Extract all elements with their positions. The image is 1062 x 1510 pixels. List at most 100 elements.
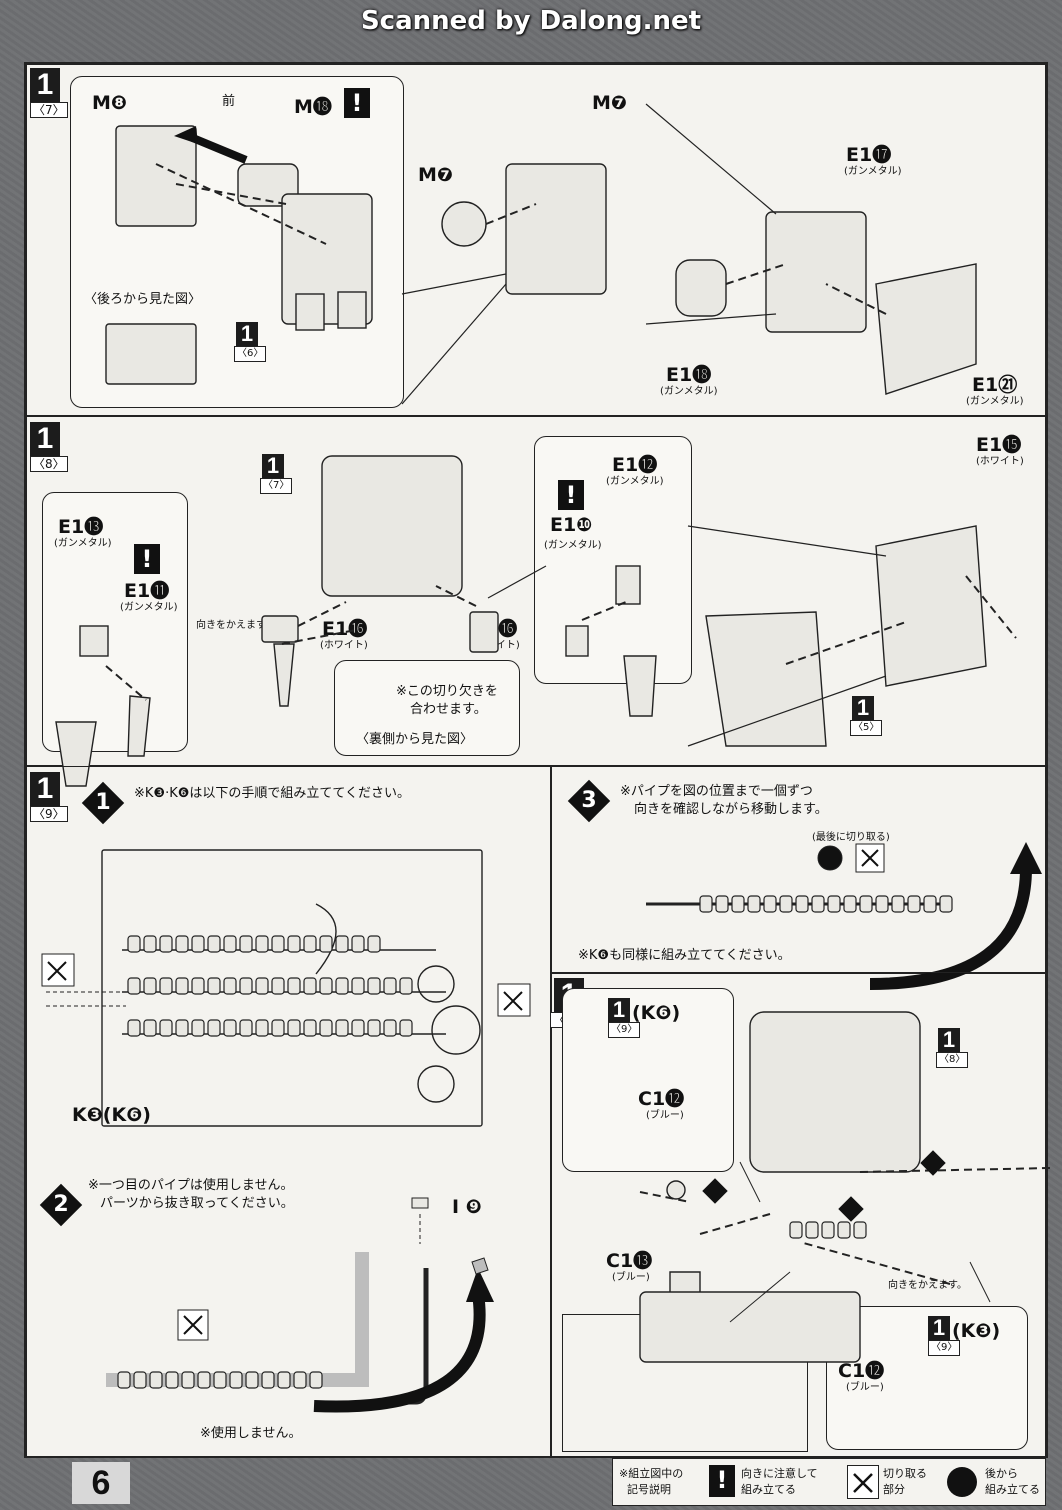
label-m18: M⓲ xyxy=(294,96,332,118)
step-7-subnumber: 〈7〉 xyxy=(30,102,68,118)
ref-step-8-sub: 〈8〉 xyxy=(936,1052,969,1068)
label-e17: E1⓱ xyxy=(846,144,892,166)
legend-attention-icon: ! xyxy=(709,1465,735,1497)
label-e18-note: (ガンメタル) xyxy=(660,386,718,397)
label-e15-note: (ホワイト) xyxy=(976,456,1024,467)
label-c12-b-note: (ブルー) xyxy=(846,1382,884,1393)
legend-later-icon xyxy=(947,1467,977,1497)
step-8-left-callout xyxy=(42,492,188,752)
label-m8: M❽ xyxy=(92,92,127,114)
ref-step-7: 1 xyxy=(262,454,284,478)
step-8-parts-drawing xyxy=(55,455,1017,787)
step-10-panel xyxy=(550,972,1046,1458)
substep-1-text: ※K❸·K❻は以下の手順で組み立ててください。 xyxy=(134,786,410,801)
substep-3-text-2: 向きを確認しながら移動します。 xyxy=(634,802,828,817)
label-m7-cap: M❼ xyxy=(418,164,453,186)
legend-later-2: 組み立てる xyxy=(985,1483,1040,1496)
ref-step-5: 1 xyxy=(852,696,874,720)
label-e12-note: (ガンメタル) xyxy=(606,476,664,487)
step-8-subnumber: 〈8〉 xyxy=(30,456,68,472)
label-e13-note: (ガンメタル) xyxy=(54,538,112,549)
ref-k6-step: 1 xyxy=(608,998,630,1022)
label-e10-note: (ガンメタル) xyxy=(544,540,602,551)
label-notch-2: 合わせます。 xyxy=(410,702,487,717)
step-7-parts-drawing xyxy=(105,103,977,405)
label-e11-note: (ガンメタル) xyxy=(120,602,178,613)
step-10-drawing xyxy=(639,1011,1051,1363)
instruction-sheet: 1 〈7〉 M❽ M⓲ ! 前 〈後ろから見た図〉 1 〈6〉 xyxy=(24,62,1051,1458)
step-8-back-view-callout xyxy=(334,660,520,756)
step-8-panel xyxy=(26,416,1046,766)
label-e10: E1❿ xyxy=(550,514,593,536)
label-back-side-view: 〈裏側から見た図〉 xyxy=(356,732,474,747)
legend-attention-2: 組み立てる xyxy=(741,1483,796,1496)
legend-title-2: 記号説明 xyxy=(627,1483,671,1496)
label-c12-a: C1⓬ xyxy=(638,1088,685,1110)
warning-icon: ! xyxy=(344,88,370,118)
legend-title-1: ※組立図中の xyxy=(619,1467,684,1480)
symbol-legend: ※組立図中の 記号説明 ! 向きに注意して 組み立てる 切り取る 部分 後から … xyxy=(612,1458,1046,1506)
step-9-panel xyxy=(26,766,552,1458)
legend-attention-1: 向きに注意して xyxy=(741,1467,818,1480)
label-c13: C1⓭ xyxy=(606,1250,653,1272)
step-8-right-callout xyxy=(534,436,692,684)
step-9-3-panel xyxy=(550,766,1046,974)
runner-sprue-drawing xyxy=(41,849,531,1127)
substep-1-number: 1 xyxy=(95,790,111,815)
page-number: 6 xyxy=(72,1462,130,1504)
ref-step-6-sub: 〈6〉 xyxy=(234,346,267,362)
watermark: Scanned by Dalong.net xyxy=(360,6,702,36)
warning-icon: ! xyxy=(134,544,160,574)
substep-2-number: 2 xyxy=(53,1192,69,1217)
ref-k6-step-sub: 〈9〉 xyxy=(608,1022,641,1038)
step-10-k6-callout xyxy=(562,988,734,1172)
label-cut-last: (最後に切り取る) xyxy=(812,832,890,843)
label-turn-around-2: 向きをかえます。 xyxy=(888,1280,967,1291)
label-c13-note: (ブルー) xyxy=(612,1272,650,1283)
step-8-number: 1 xyxy=(30,422,60,456)
ref-step-6: 1 xyxy=(236,322,258,346)
label-turn-around: 向きをかえます。 xyxy=(196,620,275,631)
substep-3-number: 3 xyxy=(581,788,597,813)
ref-k3-step-sub: 〈9〉 xyxy=(928,1340,961,1356)
legend-cut-2: 部分 xyxy=(883,1483,905,1496)
label-unused: ※使用しません。 xyxy=(200,1426,302,1441)
ref-step-8: 1 xyxy=(938,1028,960,1052)
step-7-panel xyxy=(26,64,1046,416)
substep-3-text-1: ※パイプを図の位置まで一個ずつ xyxy=(620,784,813,799)
step-7-number: 1 xyxy=(30,68,60,102)
label-c12-b: C1⓬ xyxy=(838,1360,885,1382)
substep-2-text-2: パーツから抜き取ってください。 xyxy=(100,1196,294,1211)
warning-icon: ! xyxy=(558,480,584,510)
substep-2-drawing xyxy=(106,1197,494,1413)
ref-step-5-sub: 〈5〉 xyxy=(850,720,883,736)
label-e16-left-note: (ホワイト) xyxy=(320,640,368,651)
label-k6: (K❻) xyxy=(632,1002,681,1024)
label-e11: E1⓫ xyxy=(124,580,170,602)
substep-2-text-1: ※一つ目のパイプは使用しません。 xyxy=(88,1178,294,1193)
ref-step-7-sub: 〈7〉 xyxy=(260,478,293,494)
substep-3-drawing xyxy=(646,842,1042,990)
label-notch-1: ※この切り欠きを xyxy=(396,684,498,699)
label-e18: E1⓲ xyxy=(666,364,712,386)
legend-cut-1: 切り取る xyxy=(883,1467,927,1480)
label-e21-note: (ガンメタル) xyxy=(966,396,1024,407)
label-e15: E1⓯ xyxy=(976,434,1022,456)
label-c12-a-note: (ブルー) xyxy=(646,1110,684,1121)
ref-k3-step: 1 xyxy=(928,1316,950,1340)
label-front: 前 xyxy=(222,94,236,109)
label-m7-body: M❼ xyxy=(592,92,627,114)
step-9-number: 1 xyxy=(30,772,60,806)
label-back-view: 〈後ろから見た図〉 xyxy=(84,292,202,307)
label-e12: E1⓬ xyxy=(612,454,658,476)
label-e13: E1⓭ xyxy=(58,516,104,538)
step-9-subnumber: 〈9〉 xyxy=(30,806,68,822)
label-k3: (K❸) xyxy=(952,1320,1001,1342)
label-k6-same: ※K❻も同様に組み立ててください。 xyxy=(578,948,791,963)
label-e21: E1㉑ xyxy=(972,374,1018,396)
label-i9: I ❾ xyxy=(452,1196,482,1218)
legend-later-1: 後から xyxy=(985,1467,1018,1480)
label-e17-note: (ガンメタル) xyxy=(844,166,902,177)
label-k3-k6: K❸(K❻) xyxy=(72,1104,151,1126)
legend-cut-icon xyxy=(847,1465,879,1499)
